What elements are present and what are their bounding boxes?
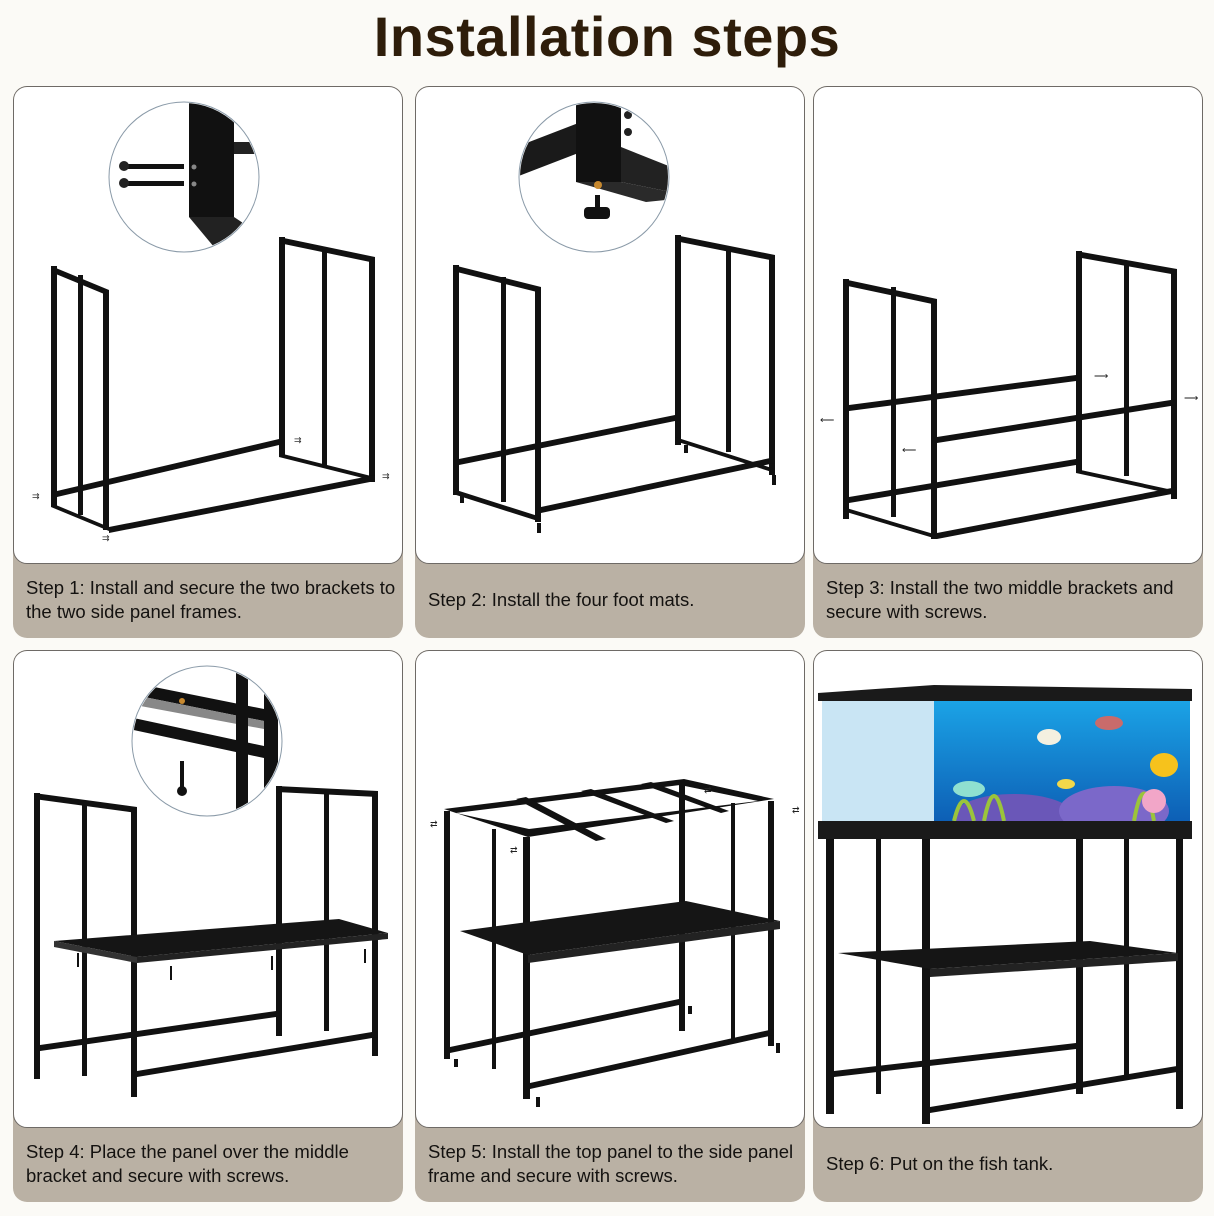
svg-text:⇉: ⇉: [32, 491, 40, 501]
step-4-caption: Step 4: Place the panel over the middle …: [26, 1141, 349, 1186]
step-3-illustration: ⟵ ⟵ ⟶ ⟶: [813, 86, 1203, 564]
frame-with-feet-icon: [453, 101, 776, 533]
frame-illustration-icon: ⇉ ⇉ ⇉ ⇉: [32, 101, 390, 543]
step-1-illustration: ⇉ ⇉ ⇉ ⇉: [13, 86, 403, 564]
step-card-4: Step 4: Place the panel over the middle …: [13, 650, 403, 1202]
step-card-2: Step 2: Install the four foot mats.: [415, 86, 805, 638]
step-2-illustration: [415, 86, 805, 564]
frame-middle-brackets-icon: ⟵ ⟵ ⟶ ⟶: [820, 251, 1198, 539]
frame-middle-panel-icon: [34, 665, 388, 1097]
svg-text:⇄: ⇄: [430, 819, 438, 829]
svg-text:⇉: ⇉: [102, 533, 110, 543]
step-card-3: ⟵ ⟵ ⟶ ⟶ Step 3: Install the two middle brac…: [813, 86, 1203, 638]
step-card-6: Step 6: Put on the fish tank.: [813, 650, 1203, 1202]
svg-text:⇉: ⇉: [294, 435, 302, 445]
page-title: Installation steps: [373, 5, 841, 68]
step-6-illustration: [813, 650, 1203, 1128]
svg-text:⇄: ⇄: [510, 845, 518, 855]
step-1-caption: Step 1: Install and secure the two brack…: [26, 577, 396, 622]
frame-top-panel-icon: ⇄ ⇄ ⇄ ⇄: [430, 779, 800, 1107]
step-5-illustration: ⇄ ⇄ ⇄ ⇄: [415, 650, 805, 1128]
step-card-1: ⇉ ⇉ ⇉ ⇉ Step 1: Install and secure the two …: [13, 86, 403, 638]
svg-text:⟶: ⟶: [1094, 371, 1108, 382]
svg-text:⇉: ⇉: [382, 471, 390, 481]
step-5-caption: Step 5: Install the top panel to the sid…: [428, 1141, 794, 1186]
svg-text:⇄: ⇄: [792, 805, 800, 815]
step-3-caption: Step 3: Install the two middle brackets …: [826, 577, 1174, 622]
step-2-caption: Step 2: Install the four foot mats.: [428, 589, 695, 610]
svg-text:⟵: ⟵: [820, 415, 834, 426]
step-card-5: ⇄ ⇄ ⇄ ⇄ Step 5: Install the top panel to th…: [415, 650, 805, 1202]
aquarium-on-stand-icon: [818, 685, 1192, 1124]
step-4-illustration: [13, 650, 403, 1128]
step-6-caption: Step 6: Put on the fish tank.: [826, 1153, 1054, 1174]
svg-text:⇄: ⇄: [704, 785, 712, 795]
svg-text:⟵: ⟵: [902, 445, 916, 456]
svg-text:⟶: ⟶: [1184, 393, 1198, 404]
